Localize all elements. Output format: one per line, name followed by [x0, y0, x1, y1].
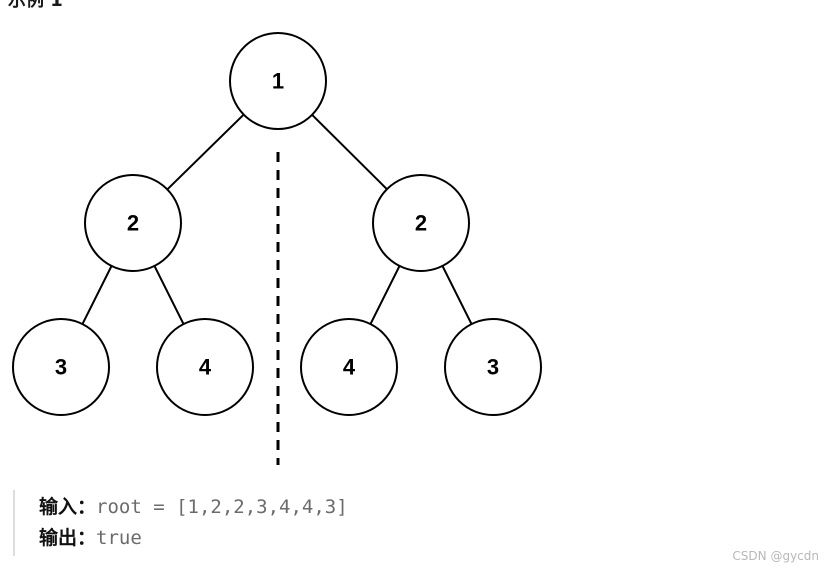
node-value-right: 2	[415, 211, 427, 236]
node-value-right-right: 3	[487, 355, 499, 380]
example-heading: 示例 1	[8, 0, 63, 11]
csdn-watermark: CSDN @gycdn	[732, 549, 819, 563]
node-value-left: 2	[127, 211, 139, 236]
node-circle-right-left	[300, 318, 398, 416]
output-value: true	[96, 527, 142, 549]
tree-node-right: 2	[372, 174, 470, 272]
node-circle-left	[84, 174, 182, 272]
symmetric-tree-diagram: 1 2 2 3 4 4 3	[12, 32, 542, 465]
edge-left-to-left-right	[153, 265, 185, 325]
tree-node-left-left: 3	[12, 318, 110, 416]
node-circle-root	[229, 32, 327, 130]
node-circle-right-right	[444, 318, 542, 416]
edge-right-to-right-right	[441, 265, 473, 325]
input-line: 输入：root = [1,2,2,3,4,4,3]	[39, 492, 348, 523]
output-label: 输出：	[39, 527, 97, 549]
node-value-root: 1	[272, 69, 284, 94]
node-value-right-left: 4	[343, 355, 356, 380]
edge-left-to-left-left	[81, 265, 113, 325]
input-label: 输入：	[39, 496, 97, 518]
tree-node-right-left: 4	[300, 318, 398, 416]
tree-node-root: 1	[229, 32, 327, 130]
edge-root-to-left	[166, 113, 245, 191]
tree-node-right-right: 3	[444, 318, 542, 416]
tree-node-left: 2	[84, 174, 182, 272]
node-value-left-left: 3	[55, 355, 67, 380]
edge-right-to-right-left	[369, 265, 401, 325]
node-circle-left-right	[156, 318, 254, 416]
output-line: 输出：true	[39, 523, 348, 554]
node-circle-right	[372, 174, 470, 272]
example-io-block: 输入：root = [1,2,2,3,4,4,3] 输出：true	[13, 490, 348, 556]
node-circle-left-left	[12, 318, 110, 416]
edge-root-to-right	[311, 114, 388, 190]
input-value: root = [1,2,2,3,4,4,3]	[96, 496, 348, 518]
node-value-left-right: 4	[199, 355, 212, 380]
tree-node-left-right: 4	[156, 318, 254, 416]
